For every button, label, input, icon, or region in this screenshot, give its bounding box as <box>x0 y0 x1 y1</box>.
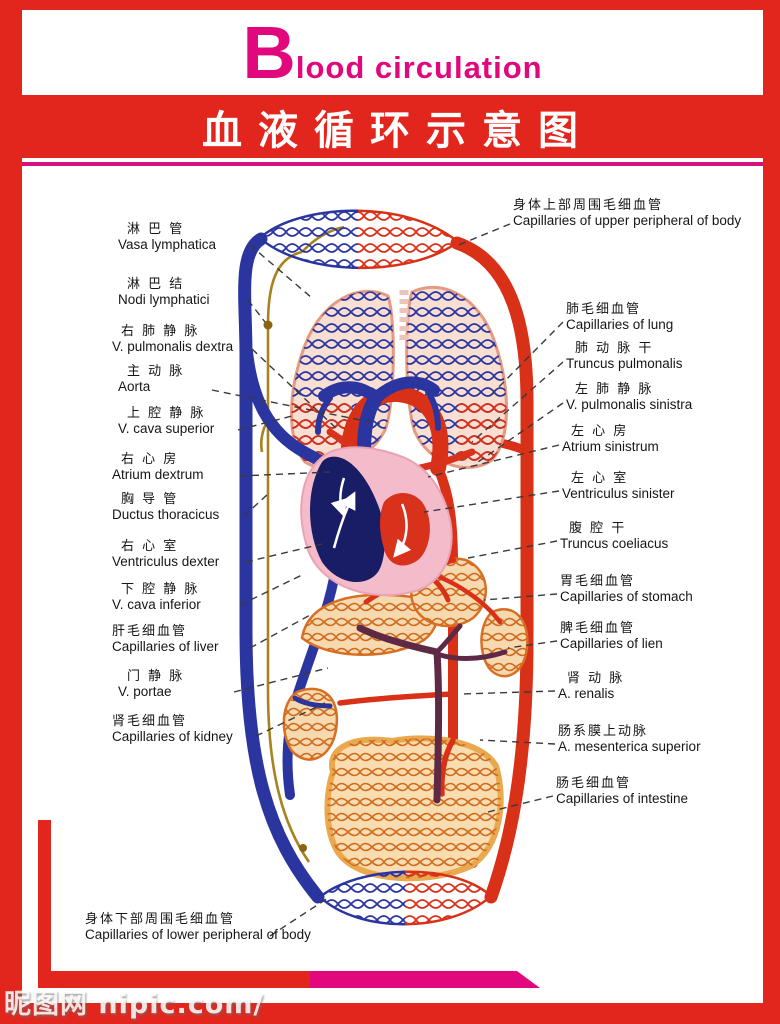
magenta-rule <box>22 162 763 166</box>
right-heart <box>310 456 385 583</box>
renal-vein <box>292 695 333 709</box>
lymph-node <box>263 320 273 330</box>
lymph-node <box>299 844 307 852</box>
gap-strip <box>22 158 763 162</box>
subtitle-band: 血液循环示意图 <box>0 95 780 158</box>
flow-arrows <box>330 477 412 558</box>
watermark: 昵图网 nipic.com/ <box>4 989 265 1020</box>
inferior-vena-cava <box>282 563 341 800</box>
subtitle-chinese: 血液循环示意图 <box>202 107 594 154</box>
liver-capillaries <box>300 593 439 656</box>
footer-band <box>0 1003 780 1024</box>
lungs <box>290 286 508 470</box>
aortic-arch <box>340 385 449 484</box>
intestine-capillaries <box>324 735 504 882</box>
superior-vena-cava-loop <box>238 232 325 904</box>
leader-lines <box>211 223 564 937</box>
title-initial: B <box>242 11 296 94</box>
upper-body-capillaries <box>258 209 461 270</box>
lower-body-capillaries <box>318 870 493 926</box>
title-english: lood circulation <box>295 50 543 85</box>
magenta-ribbon <box>310 971 540 988</box>
corner-stripe-vertical <box>38 820 51 988</box>
portal-vein <box>356 623 508 804</box>
heart-illustration <box>300 446 453 596</box>
spleen-capillaries <box>480 608 529 678</box>
left-heart <box>379 493 430 566</box>
corner-stripe-horizontal <box>38 971 310 988</box>
kidney-capillaries <box>282 687 339 761</box>
